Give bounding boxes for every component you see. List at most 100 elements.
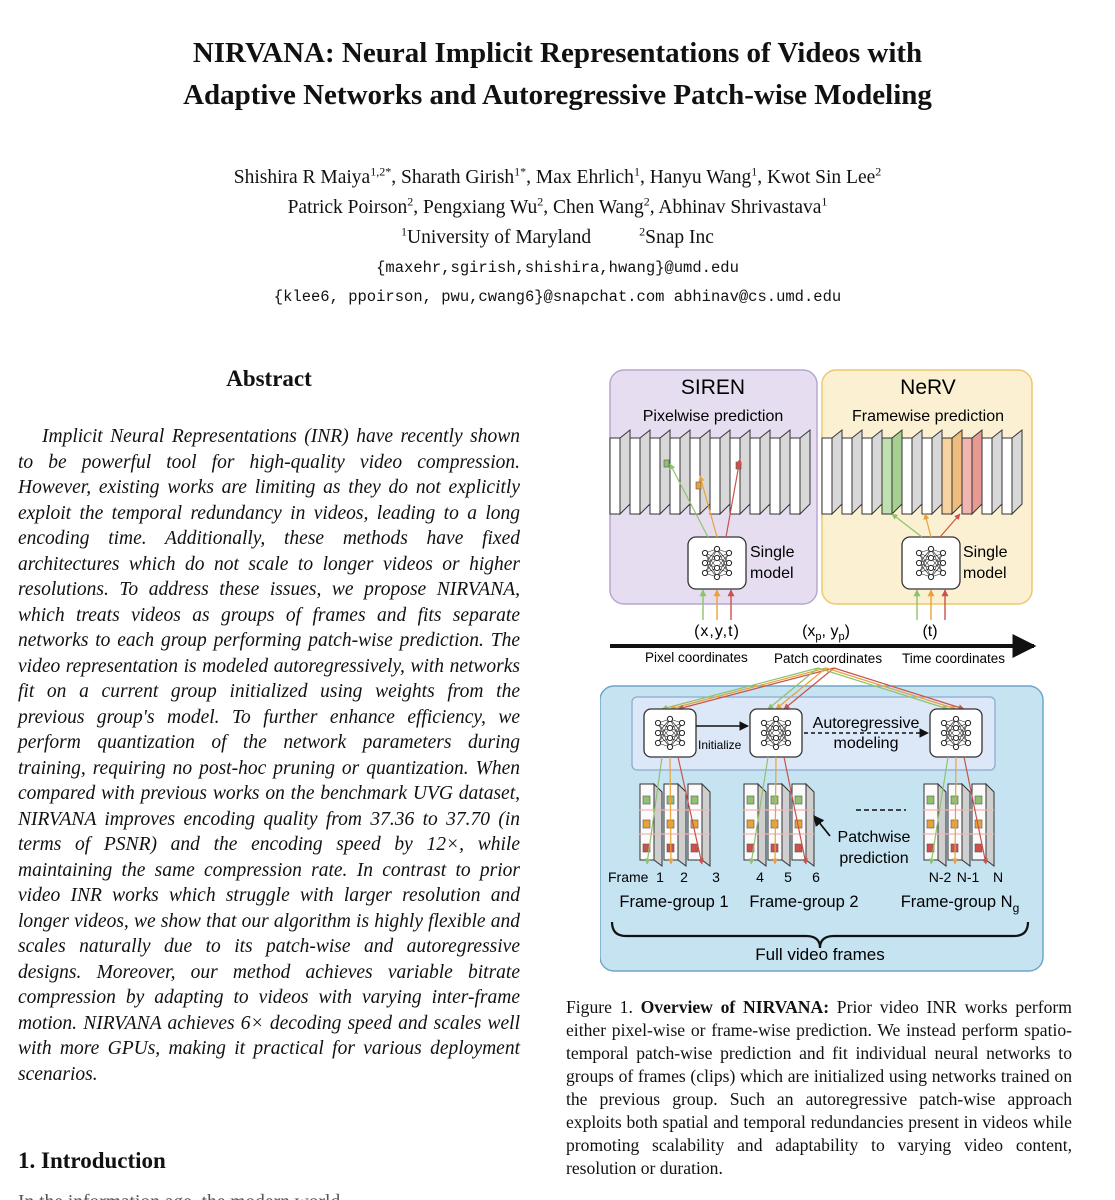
author-name: Pengxiang Wu2 [423, 194, 544, 218]
frame-side [653, 782, 663, 867]
frame-number: N-1 [957, 869, 980, 885]
frame-side [985, 782, 995, 867]
layer-side [871, 428, 883, 516]
neural-network-icon [654, 715, 686, 751]
patch [950, 795, 959, 805]
layer-side [719, 428, 731, 516]
author-name: Shishira R Maiya1,2* [233, 164, 392, 188]
frame-number: 1 [656, 869, 664, 885]
network-group-2 [749, 708, 803, 758]
layer-side [739, 428, 751, 516]
layer-face [629, 437, 641, 515]
full-video-frames-label: Full video frames [755, 945, 884, 964]
layer-side [679, 428, 691, 516]
prediction-arrow [748, 756, 769, 865]
email-line-2: {klee6, ppoirson, pwu,cwang6}@snapchat.c… [273, 288, 842, 306]
patch [746, 819, 755, 829]
siren-subtitle: Pixelwise prediction [643, 408, 784, 425]
patch [770, 795, 779, 805]
patch [642, 795, 651, 805]
layer-side [991, 428, 1003, 516]
patch-arrow [783, 667, 835, 710]
layer-side [931, 428, 943, 516]
patch [642, 819, 651, 829]
frame-label: Frame [608, 869, 649, 885]
introduction-first-line: In the information age, the modern world… [18, 1190, 520, 1200]
author-name: Kwot Sin Lee2 [766, 164, 882, 188]
author-name: Hanyu Wang1 [649, 164, 758, 188]
layer-face [689, 437, 701, 515]
frame-side [805, 782, 815, 867]
figure-caption: Figure 1. Overview of NIRVANA: Prior vid… [566, 996, 1072, 1180]
layer-face [669, 437, 681, 515]
prediction-arrow [667, 756, 674, 865]
patch [926, 795, 935, 805]
authors-line-1: Shishira R Maiya1,2*, Sharath Girish1*, … [233, 164, 882, 188]
nerv-single-model-line2: model [963, 565, 1007, 582]
author-name: Abhinav Shrivastava1 [658, 194, 828, 218]
patch [770, 819, 779, 829]
layer-face [921, 437, 933, 515]
patch [794, 843, 803, 853]
frame-number: 2 [680, 869, 688, 885]
siren-output-arrows [669, 458, 742, 538]
layer-side [699, 428, 711, 516]
autoregressive-label-line2: modeling [834, 735, 899, 752]
prediction-arrow [783, 756, 808, 865]
layer-face [709, 437, 721, 515]
frame-number: 5 [784, 869, 792, 885]
layer-side [851, 428, 863, 516]
affiliation: 2Snap Inc [639, 224, 714, 248]
layer-side [619, 428, 631, 516]
author-name: Max Ehrlich1 [535, 164, 640, 188]
frame-stacks [638, 756, 995, 867]
layer-side [799, 428, 811, 516]
frame-side [781, 782, 791, 867]
introduction-heading: 1. Introduction [18, 1148, 166, 1173]
network-group-1 [643, 708, 697, 758]
nerv-layer-stack [821, 428, 1023, 516]
time-coordinates-label: Time coordinates [902, 651, 1005, 666]
neural-network-icon [940, 715, 972, 751]
layer-side [779, 428, 791, 516]
patchwise-label-line2: prediction [839, 850, 908, 867]
prediction-arrow [928, 756, 949, 865]
frame-number: 6 [812, 869, 820, 885]
nerv-subtitle: Framewise prediction [852, 408, 1004, 425]
layer-side [639, 428, 651, 516]
patch-coordinates-label: Patch coordinates [774, 651, 882, 666]
patch-arrow [677, 667, 835, 711]
frame-side [677, 782, 687, 867]
layer-face [821, 437, 833, 515]
neural-network-icon [915, 545, 947, 581]
patch [770, 843, 779, 853]
siren-layer-stack [609, 428, 811, 516]
layer-face [1001, 437, 1013, 515]
layer-face [649, 437, 661, 515]
autoregressive-label-line1: Autoregressive [813, 715, 920, 732]
layer-side [911, 428, 923, 516]
siren-single-model-line2: model [750, 565, 794, 582]
patch [950, 819, 959, 829]
patch [690, 795, 699, 805]
frame-side [961, 782, 971, 867]
layer-side [1011, 428, 1023, 516]
layer-face [961, 437, 973, 515]
frame-group-n-label: Frame-group Ng [901, 893, 1020, 915]
caption-prefix: Figure 1. [566, 997, 641, 1017]
siren-single-model-line1: Single [750, 544, 795, 561]
patchwise-label-line1: Patchwise [838, 829, 911, 846]
pixel-patch [695, 481, 702, 490]
nerv-output-arrows [891, 513, 961, 538]
layer-face [841, 437, 853, 515]
patch [974, 795, 983, 805]
patch-arrow [669, 667, 827, 711]
layer-face [769, 437, 781, 515]
frame-number: N-2 [929, 869, 952, 885]
layer-face [881, 437, 893, 515]
nerv-input-arrows [913, 589, 949, 620]
siren-model [687, 536, 747, 590]
network-group-n [929, 708, 983, 758]
